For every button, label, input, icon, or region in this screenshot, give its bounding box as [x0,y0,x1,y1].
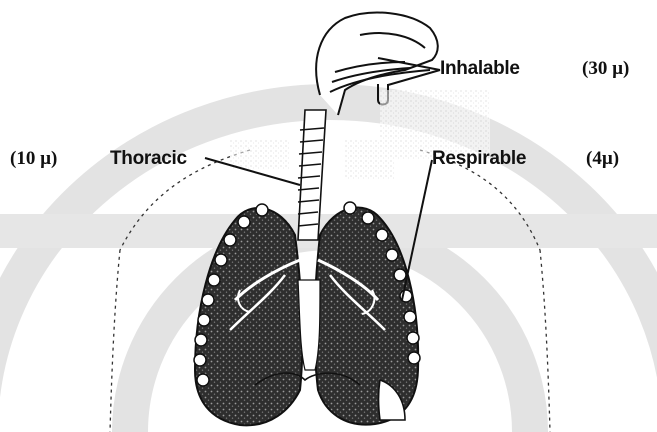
inhalable-size-label: (30 µ) [582,58,629,80]
inhalable-label: Inhalable [440,58,520,80]
respirable-size-label: (4µ) [586,148,619,170]
thoracic-size-label: (10 µ) [10,148,57,170]
respirable-label: Respirable [432,148,526,170]
thoracic-label: Thoracic [110,148,187,170]
